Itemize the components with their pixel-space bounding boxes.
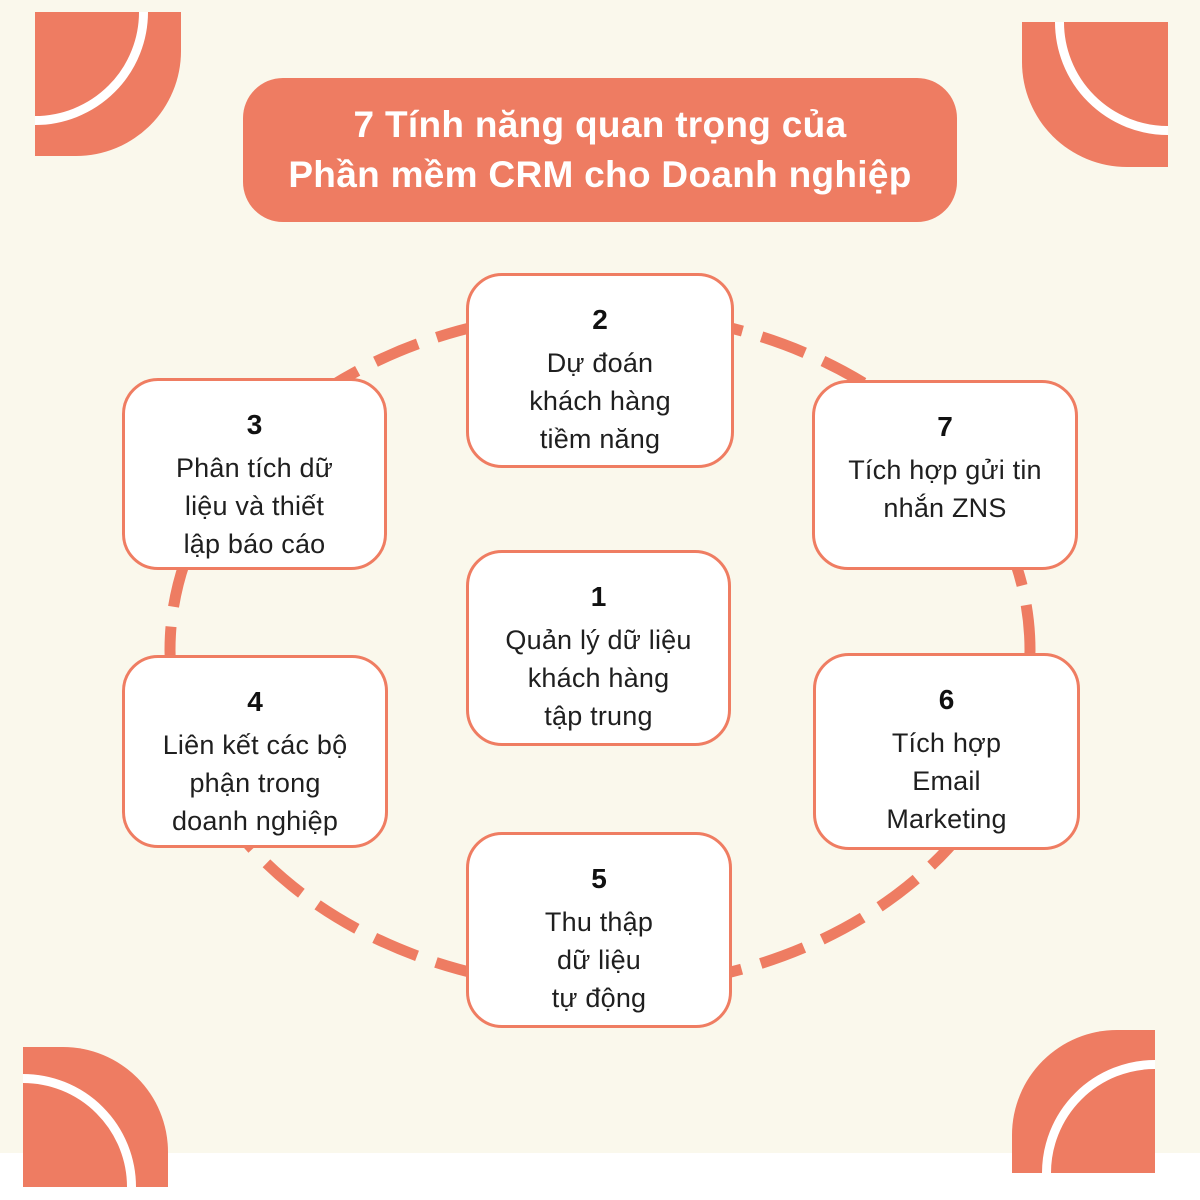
feature-number: 5 bbox=[591, 863, 607, 894]
feature-number: 6 bbox=[938, 684, 955, 715]
page-title-line-2: Phần mềm CRM cho Doanh nghiệp bbox=[288, 154, 912, 195]
bottom-white-strip bbox=[0, 1153, 1200, 1200]
page-title: 7 Tính năng quan trọng của Phần mềm CRM … bbox=[288, 100, 911, 200]
feature-number: 1 bbox=[590, 581, 607, 612]
corner-decoration-top-right bbox=[1022, 22, 1168, 167]
page-title-line-1: 7 Tính năng quan trọng của bbox=[353, 104, 847, 145]
feature-number: 4 bbox=[247, 686, 263, 717]
feature-number: 3 bbox=[246, 409, 263, 440]
feature-number: 7 bbox=[937, 411, 953, 442]
corner-decoration-bottom-right bbox=[1012, 1030, 1155, 1173]
title-banner: 7 Tính năng quan trọng của Phần mềm CRM … bbox=[243, 78, 957, 222]
feature-number: 2 bbox=[592, 304, 608, 335]
